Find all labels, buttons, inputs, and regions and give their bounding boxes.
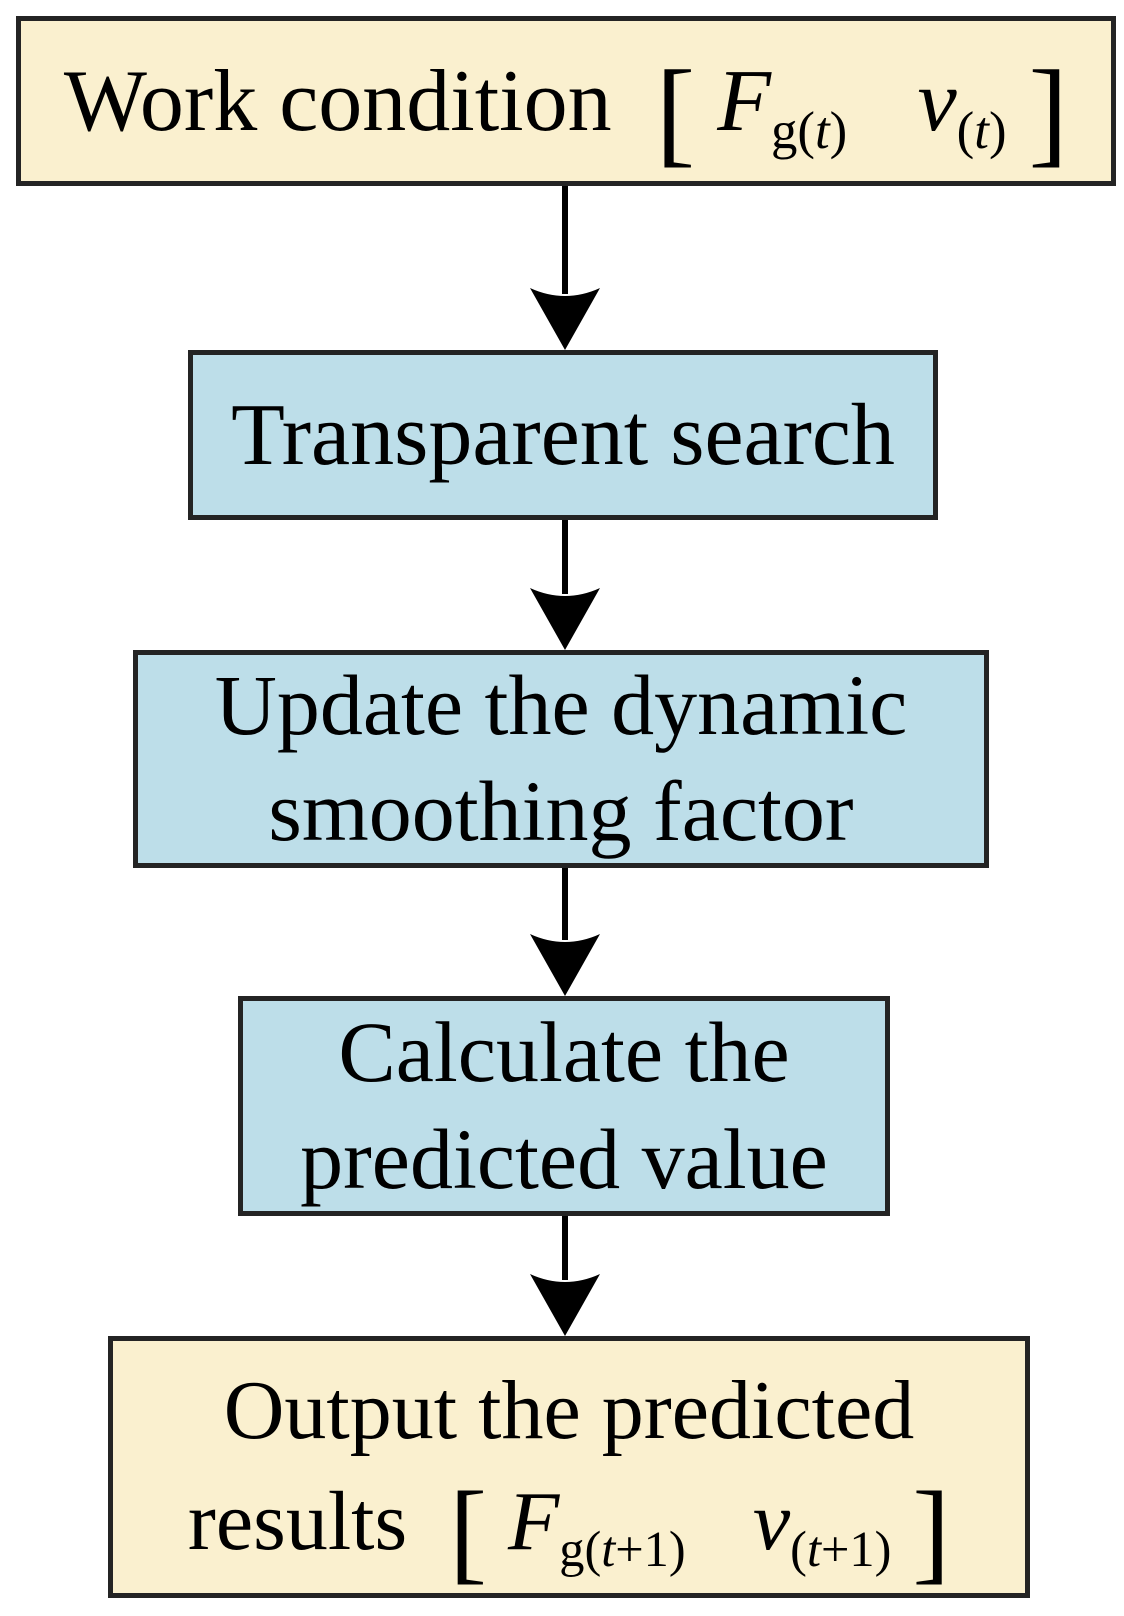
calculate-predicted-line2: predicted value	[300, 1111, 828, 1207]
force-symbol: F	[507, 1475, 560, 1568]
node-work-condition-label: Work condition [ Fg(t) v(t) ]	[63, 51, 1068, 170]
open-bracket: [	[449, 1468, 487, 1595]
update-smoothing-line1: Update the dynamic	[214, 657, 908, 754]
arrow-down-icon	[530, 520, 600, 650]
node-calculate-predicted-value: Calculate the predicted value	[238, 996, 890, 1216]
arrow-down-icon	[530, 1216, 600, 1336]
close-bracket: ]	[912, 1468, 951, 1595]
node-transparent-search-label: Transparent search	[231, 386, 895, 484]
open-bracket: [	[655, 44, 696, 177]
velocity-subscript: (t+1)	[790, 1521, 892, 1578]
calculate-predicted-line1: Calculate the	[338, 1003, 790, 1100]
force-subscript: g(t+1)	[559, 1521, 686, 1578]
node-work-condition: Work condition [ Fg(t) v(t) ]	[16, 16, 1116, 186]
velocity-symbol: v	[917, 52, 957, 150]
node-output-predicted-results: Output the predicted results [ Fg(t+1) v…	[108, 1336, 1030, 1598]
node-transparent-search: Transparent search	[188, 350, 938, 520]
update-smoothing-line2: smoothing factor	[268, 763, 854, 859]
force-symbol: F	[717, 52, 771, 150]
work-condition-text: Work condition	[63, 52, 612, 150]
velocity-symbol: v	[752, 1475, 791, 1568]
velocity-subscript: (t)	[956, 101, 1007, 160]
arrow-down-icon	[530, 186, 600, 350]
arrow-down-icon	[530, 868, 600, 996]
force-subscript: g(t)	[770, 101, 848, 160]
node-update-smoothing-factor: Update the dynamic smoothing factor	[133, 650, 989, 868]
output-results-line1: Output the predicted	[223, 1364, 915, 1458]
close-bracket: ]	[1028, 44, 1069, 177]
output-results-text: results	[187, 1475, 408, 1568]
output-results-line2: results [ Fg(t+1) v(t+1) ]	[187, 1467, 950, 1588]
